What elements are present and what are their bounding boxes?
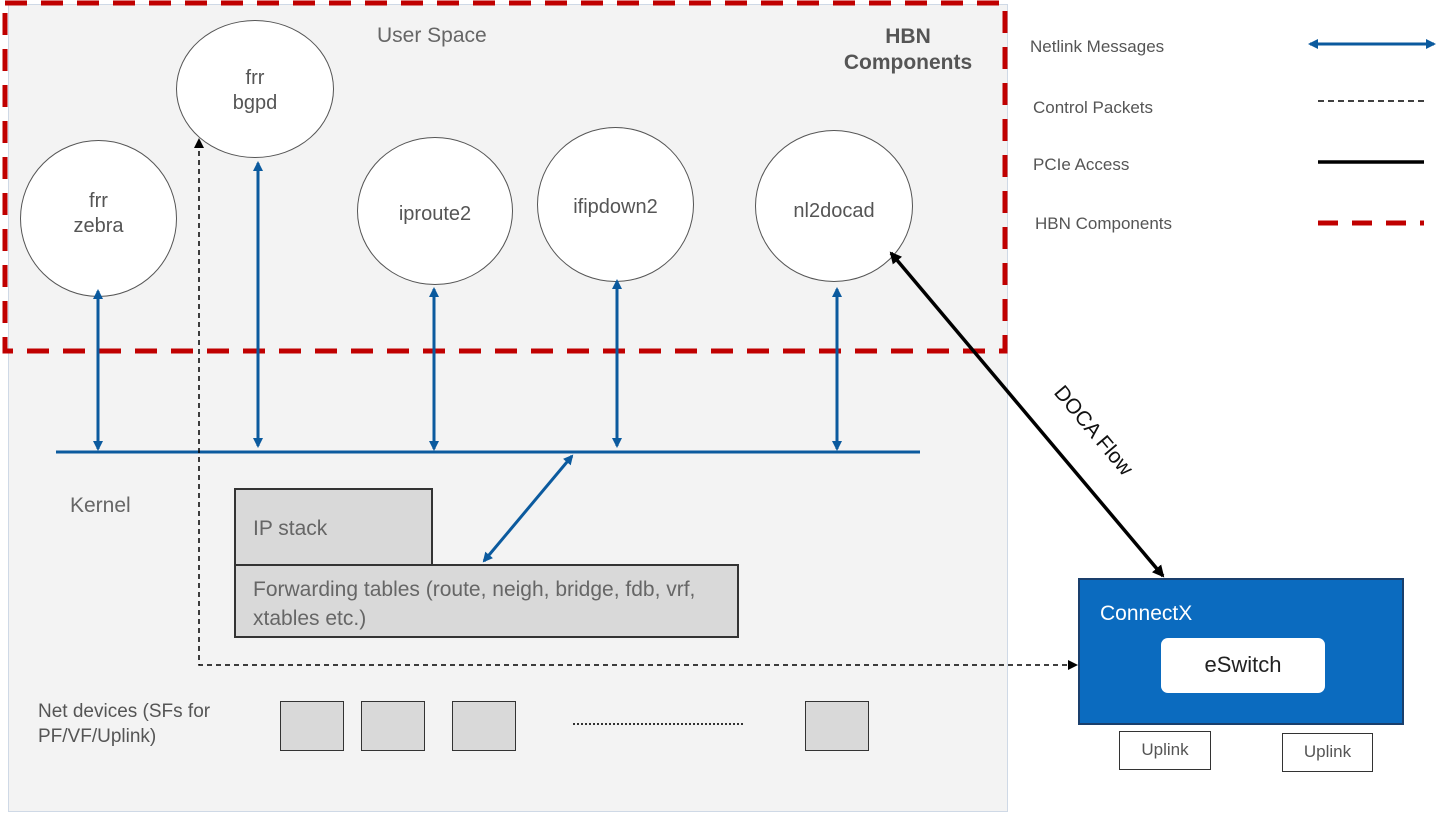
net-devices-label: Net devices (SFs for PF/VF/Uplink)	[38, 701, 211, 747]
doca-flow-arrow	[889, 251, 1165, 578]
legend-control-label: Control Packets	[1033, 98, 1153, 117]
hbn-boundary	[2, 0, 1008, 354]
frr-bgpd-label: frr bgpd	[232, 67, 278, 114]
net-device-box	[361, 701, 425, 751]
hbn-components-title: HBN Components	[843, 25, 973, 74]
uplink-right: Uplink	[1282, 733, 1373, 772]
frr-zebra-circle: frr zebra	[20, 140, 177, 297]
uplink-left: Uplink	[1119, 731, 1211, 770]
user-space-label: User Space	[377, 24, 487, 47]
kernel-label: Kernel	[70, 494, 131, 517]
frr-bgpd-circle: frr bgpd	[176, 20, 334, 158]
frr-zebra-label: frr zebra	[73, 190, 124, 237]
eswitch-label: eSwitch	[1204, 652, 1282, 677]
netlink-arrow-forwarding	[482, 454, 574, 563]
net-device-box	[805, 701, 869, 751]
connectx-title: ConnectX	[1100, 602, 1193, 625]
connectx-box: ConnectX eSwitch	[1078, 578, 1404, 725]
control-packets-path	[194, 138, 1078, 670]
eswitch-box: eSwitch	[1161, 638, 1325, 693]
legend-netlink-label: Netlink Messages	[1030, 37, 1165, 56]
net-device-box	[452, 701, 516, 751]
net-device-box	[280, 701, 344, 751]
